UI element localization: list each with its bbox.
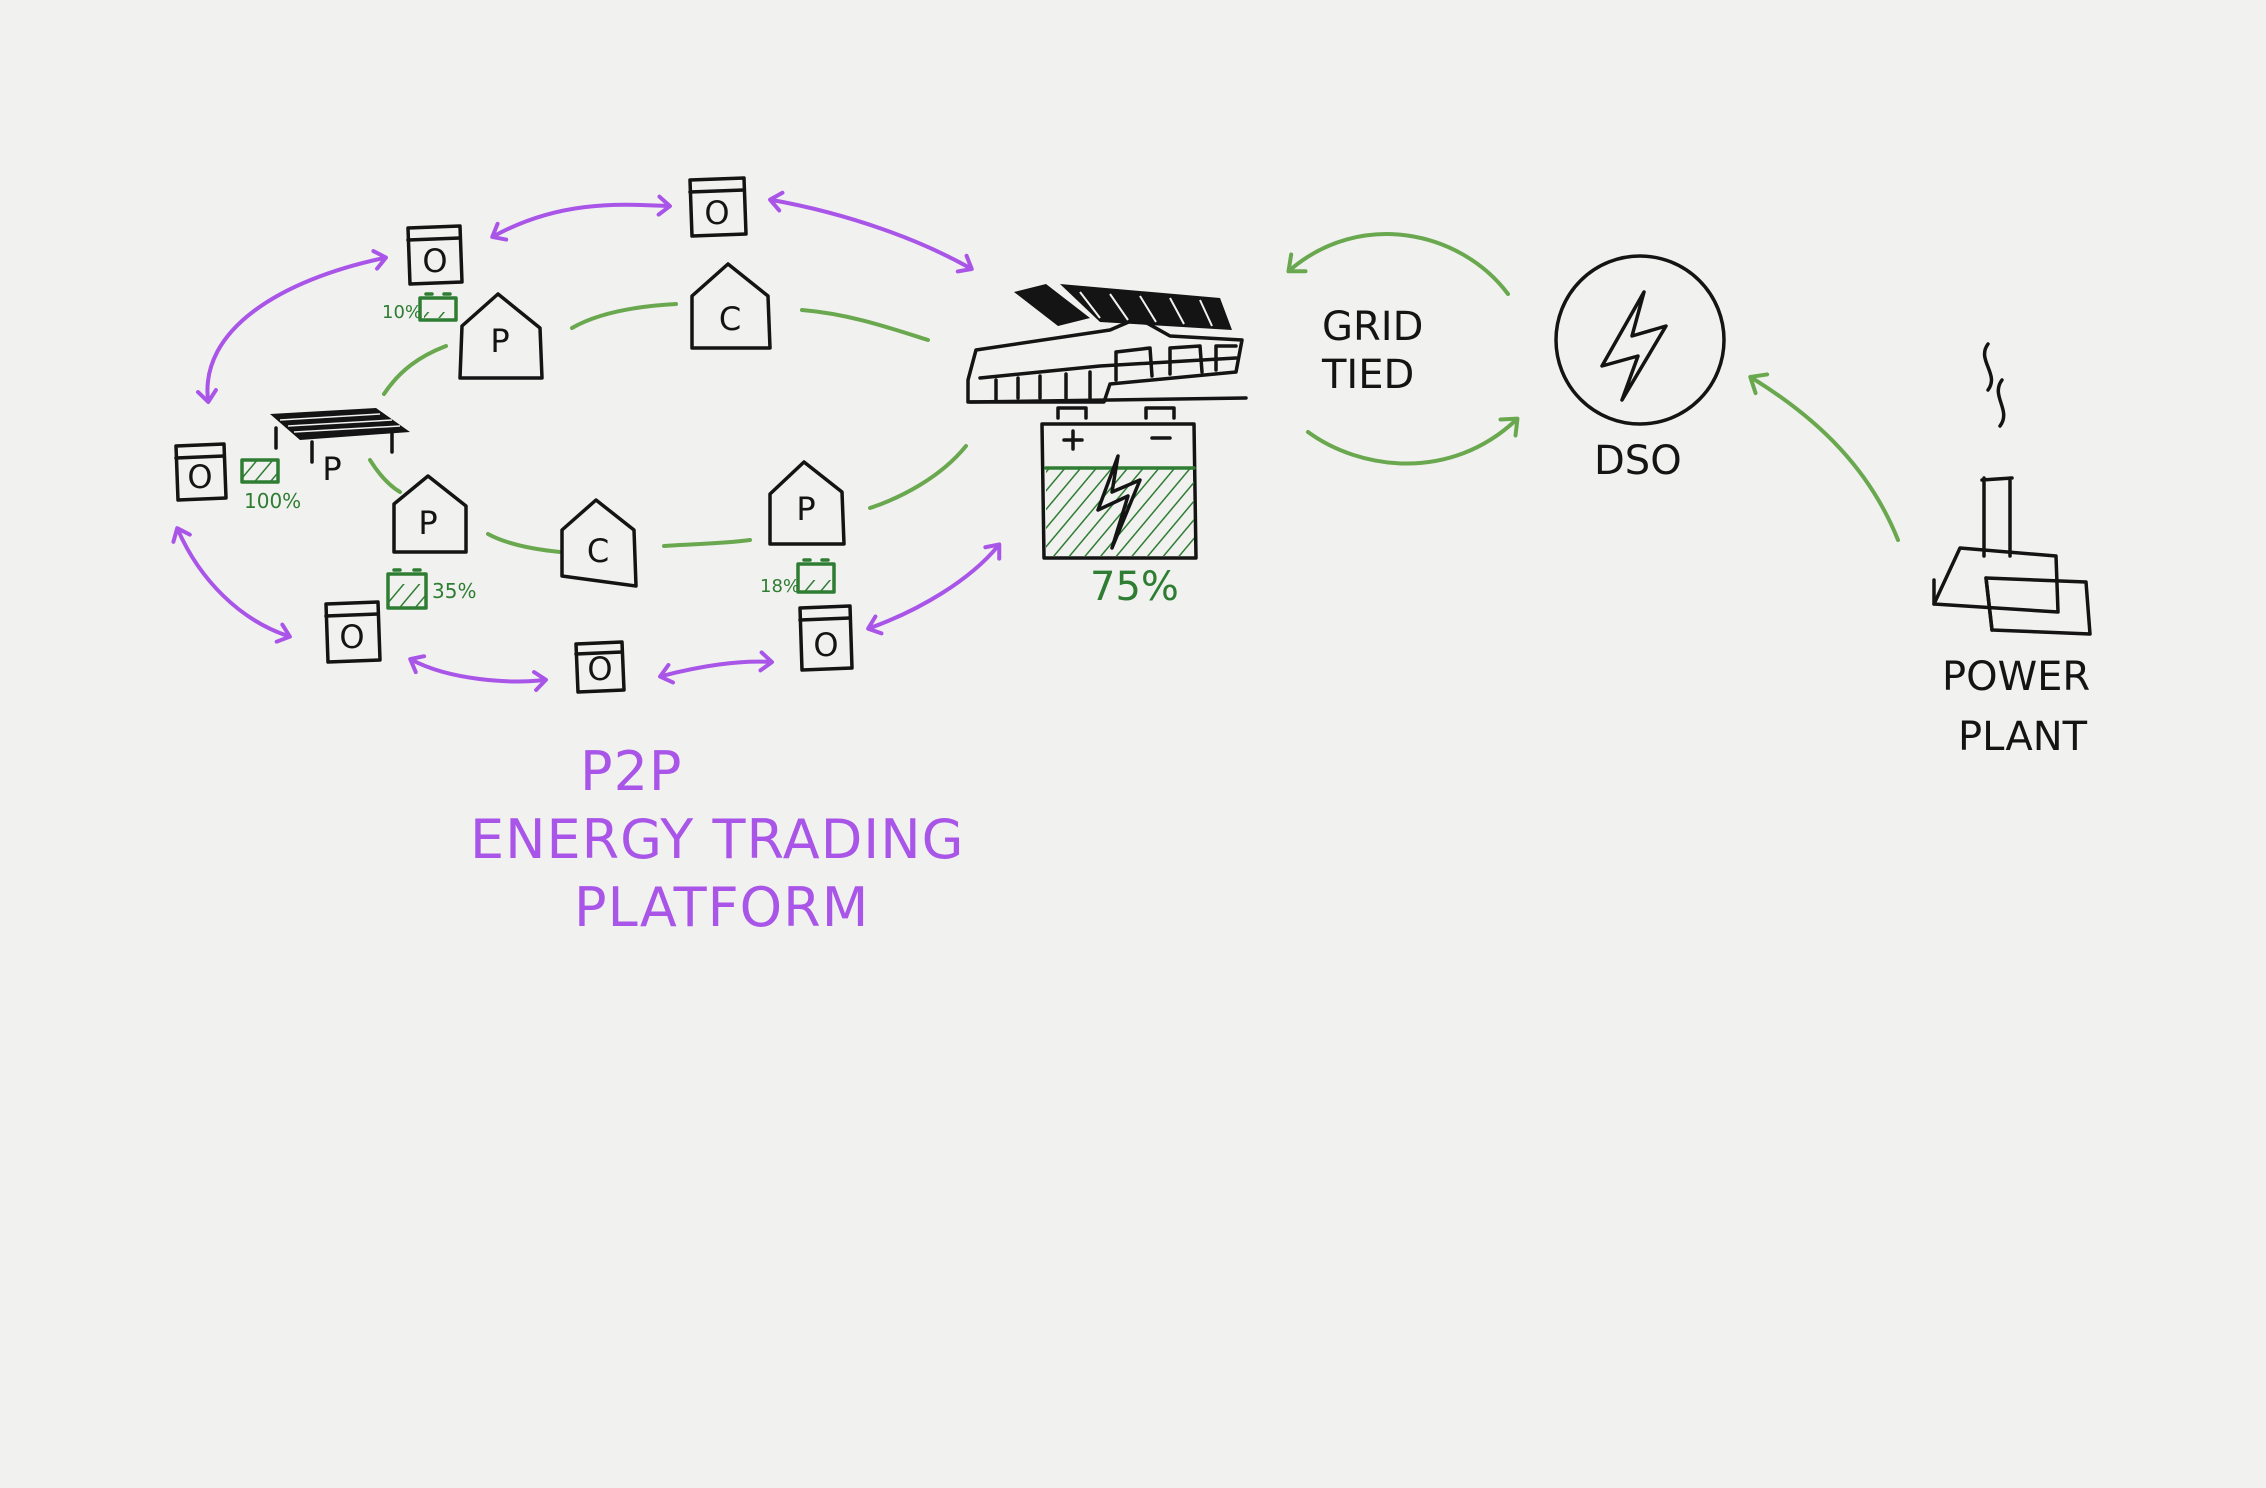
meter-label: O <box>813 626 838 664</box>
grid-tied-label: GRID TIED <box>1321 304 1423 398</box>
dso-label: DSO <box>1594 438 1682 484</box>
trade-arrow <box>658 650 774 685</box>
meter-node-bottom: O <box>574 640 626 694</box>
meter-node-upper-left: O <box>406 224 464 286</box>
energy-flow-lines <box>368 232 1900 554</box>
battery-icon-right-lower: 18% <box>760 558 836 597</box>
carport-solar-icon: P <box>270 408 410 488</box>
house-label: P <box>418 504 437 542</box>
trade-arrow <box>866 542 1002 636</box>
plant-supply-arrow <box>1748 372 1900 542</box>
grid-tied-line2: TIED <box>1321 352 1414 398</box>
meter-label: O <box>187 458 212 496</box>
meter-label: O <box>704 194 729 232</box>
trade-arrow <box>196 249 388 404</box>
house-label: P <box>796 490 815 528</box>
platform-title: P2P ENERGY TRADING PLATFORM <box>470 740 964 939</box>
platform-title-line2: ENERGY TRADING <box>470 808 964 871</box>
meter-label: O <box>587 650 612 688</box>
house-label: C <box>719 300 741 338</box>
battery-level: 18% <box>760 576 800 597</box>
lightning-bolt-icon <box>1096 454 1142 550</box>
battery-level: 75% <box>1090 564 1179 610</box>
platform-title-line1: P2P <box>580 740 682 803</box>
meter-label: O <box>422 242 447 280</box>
trade-arrow <box>490 194 672 242</box>
power-plant-line1: POWER <box>1942 654 2090 700</box>
lightning-bolt-icon <box>1600 290 1668 402</box>
house-label: P <box>490 322 509 360</box>
battery-level: 35% <box>432 579 476 603</box>
power-plant-line2: PLANT <box>1958 714 2088 760</box>
battery-level: 10% <box>382 302 422 323</box>
meter-node-far-left: O <box>174 442 228 502</box>
meter-node-lower-right: O <box>798 604 854 672</box>
battery-icon-carport: 100% <box>240 458 301 513</box>
meter-node-top: O <box>688 176 748 238</box>
grid-import-arrow <box>1286 232 1510 296</box>
house-icon-producer-right: P <box>768 460 846 546</box>
house-label: C <box>587 532 609 570</box>
power-plant-label: POWER PLANT <box>1942 654 2090 760</box>
carport-label: P <box>322 450 341 488</box>
house-icon-consumer-bottom: C <box>560 498 638 588</box>
trade-arrow <box>408 654 548 692</box>
battery-icon-top-left: 10% <box>382 292 458 323</box>
dso-node: DSO <box>1554 254 1726 484</box>
battery-icon-main-storage: 75% <box>1040 406 1198 610</box>
p2p-trade-arrows <box>171 190 1002 692</box>
meter-label: O <box>339 618 364 656</box>
platform-title-line3: PLATFORM <box>574 876 869 939</box>
house-icon-producer-left: P <box>392 474 468 554</box>
house-icon-producer-top: P <box>458 292 544 380</box>
battery-level: 100% <box>244 489 301 513</box>
grid-tied-line1: GRID <box>1322 304 1423 350</box>
battery-icon-left-lower: 35% <box>386 568 476 610</box>
trade-arrow <box>171 526 292 644</box>
meter-node-lower-left: O <box>324 600 382 664</box>
trade-arrow <box>768 190 974 274</box>
power-plant-icon <box>1932 342 2092 636</box>
house-icon-consumer-top: C <box>690 262 772 350</box>
solar-warehouse-icon <box>966 284 1248 404</box>
grid-export-arrow <box>1306 416 1520 466</box>
